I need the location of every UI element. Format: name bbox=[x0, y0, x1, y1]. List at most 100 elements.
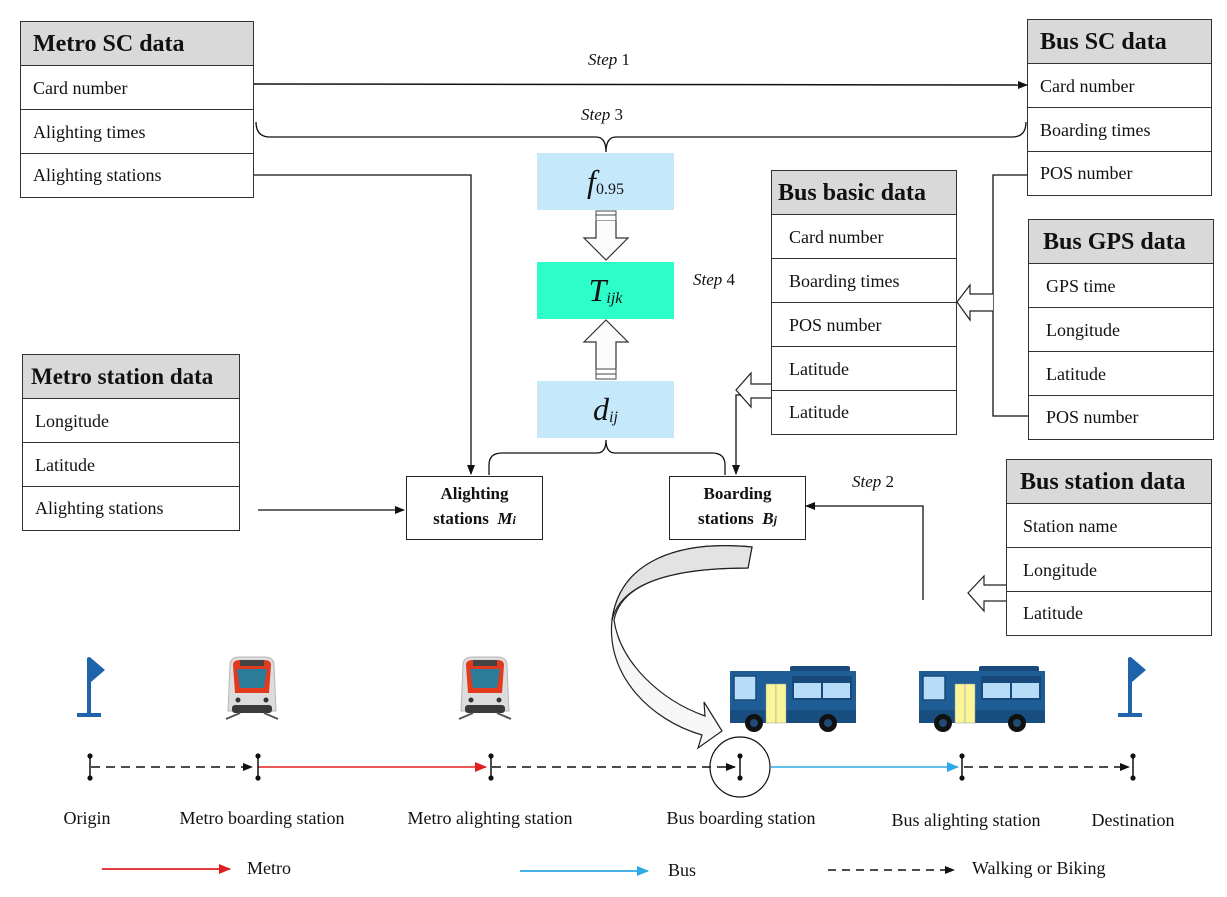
flag-icon bbox=[77, 657, 105, 717]
journey-node-marker bbox=[737, 753, 743, 781]
gps-to-bus-basic-arrow bbox=[956, 283, 993, 322]
box-var: M bbox=[497, 509, 513, 528]
table-row: Station name bbox=[1007, 504, 1211, 548]
metro-station-data-table: Metro station data Longitude Latitude Al… bbox=[22, 354, 240, 531]
box-line2: stations Bj bbox=[670, 506, 805, 533]
journey-node-marker bbox=[255, 753, 261, 781]
bus-gps-data-table: Bus GPS data GPS time Longitude Latitude… bbox=[1028, 219, 1214, 440]
table-row: POS number bbox=[1040, 163, 1133, 183]
metro-sc-data-table: Metro SC data Card number Alighting time… bbox=[20, 21, 254, 198]
box-line1: Alighting bbox=[440, 484, 509, 503]
box-line2: stations Mi bbox=[407, 506, 542, 533]
alighting-stations-box: Alighting stations Mi bbox=[406, 476, 543, 540]
table-row: Longitude bbox=[23, 399, 239, 443]
journey-node-marker bbox=[1130, 753, 1136, 781]
bus-sc-data-table: Bus SC data Card number Boarding times P… bbox=[1027, 19, 1212, 196]
table-row: Latitude bbox=[772, 347, 956, 391]
bus-station-data-table: Bus station data Station name Longitude … bbox=[1006, 459, 1212, 636]
node-label-metro-alighting: Metro alighting station bbox=[407, 808, 573, 828]
table-row: Latitude bbox=[1023, 603, 1083, 623]
node-label-origin: Origin bbox=[63, 808, 111, 828]
bus-basic-to-boarding-connector bbox=[732, 394, 741, 475]
step-word: Step bbox=[852, 472, 882, 491]
node-label-destination: Destination bbox=[1091, 810, 1175, 830]
step-word: Step bbox=[581, 105, 611, 124]
bus-icon bbox=[919, 666, 1045, 732]
formula-sub: ijk bbox=[606, 289, 623, 307]
step-number: 3 bbox=[614, 105, 624, 124]
box-line1: Boarding bbox=[703, 484, 772, 503]
box-var: B bbox=[762, 509, 774, 528]
table-row: Boarding times bbox=[772, 259, 956, 303]
table-row: GPS time bbox=[1029, 264, 1213, 308]
metro-sc-to-alighting-connector bbox=[254, 174, 475, 475]
metro-train-icon bbox=[458, 656, 512, 720]
step-word: Step bbox=[588, 50, 618, 69]
table-row: Longitude bbox=[1007, 548, 1211, 592]
distance-brace bbox=[488, 439, 726, 475]
table-row: POS number bbox=[1046, 407, 1139, 427]
step2-label: Step 2 bbox=[852, 472, 894, 492]
metro-train-icon bbox=[225, 656, 279, 720]
bus-basic-data-table: Bus basic data Card number Boarding time… bbox=[771, 170, 957, 435]
step-number: 4 bbox=[726, 270, 736, 289]
step-number: 1 bbox=[621, 50, 631, 69]
table-title: Bus station data bbox=[1007, 460, 1211, 504]
table-row: Alighting times bbox=[21, 110, 253, 154]
d-to-t-arrow bbox=[582, 319, 630, 380]
table-title: Bus SC data bbox=[1028, 20, 1211, 64]
table-row: Card number bbox=[1028, 64, 1211, 108]
table-row: Card number bbox=[21, 66, 253, 110]
legend-metro-label: Metro bbox=[247, 858, 291, 878]
step-word: Step bbox=[693, 270, 723, 289]
step3-label: Step 3 bbox=[581, 105, 623, 125]
formula-main: f bbox=[587, 163, 596, 199]
step3-brace bbox=[255, 121, 1027, 153]
table-title: Metro SC data bbox=[21, 22, 253, 66]
legend-walk-label: Walking or Biking bbox=[972, 858, 1106, 878]
boarding-stations-box: Boarding stations Bj bbox=[669, 476, 806, 540]
pos-join-bracket bbox=[992, 174, 1028, 417]
step-number: 2 bbox=[885, 472, 895, 491]
journey-node-marker bbox=[959, 753, 965, 781]
table-row: Alighting stations bbox=[33, 165, 162, 185]
step1-label: Step 1 bbox=[588, 50, 630, 70]
box-line2-text: stations bbox=[698, 509, 754, 528]
table-title: Bus basic data bbox=[772, 171, 956, 215]
formula-sub: ij bbox=[609, 408, 618, 426]
table-row: Card number bbox=[772, 215, 956, 259]
table-row: Alighting stations bbox=[35, 498, 164, 518]
table-title: Metro station data bbox=[23, 355, 239, 399]
node-label-metro-boarding: Metro boarding station bbox=[179, 808, 345, 828]
f-to-t-arrow bbox=[582, 210, 630, 261]
table-row: Longitude bbox=[1029, 308, 1213, 352]
journey-node-marker bbox=[488, 753, 494, 781]
formula-main: T bbox=[588, 272, 607, 308]
bus-boarding-highlight-circle bbox=[709, 736, 771, 798]
bus-station-to-boarding-connector bbox=[805, 502, 924, 600]
flag-icon bbox=[1118, 657, 1146, 717]
legend-bus-label: Bus bbox=[668, 860, 697, 880]
table-row: Latitude bbox=[1029, 352, 1213, 396]
curved-transfer-arrow-shade bbox=[611, 545, 753, 621]
node-label-bus-boarding: Bus boarding station bbox=[666, 808, 816, 828]
formula-main: d bbox=[593, 391, 610, 427]
bus-basic-out-arrow bbox=[735, 371, 771, 409]
bus-icon bbox=[730, 666, 856, 732]
table-row: Boarding times bbox=[1028, 108, 1211, 152]
table-row: Latitude bbox=[789, 402, 849, 422]
node-label-bus-alighting: Bus alighting station bbox=[891, 810, 1041, 830]
table-row: POS number bbox=[772, 303, 956, 347]
box-var-sub: i bbox=[512, 513, 516, 527]
box-var-sub: j bbox=[773, 513, 777, 527]
bus-station-out-arrow bbox=[967, 574, 1006, 613]
formula-sub: 0.95 bbox=[595, 180, 624, 198]
journey-node-marker bbox=[87, 753, 93, 781]
table-row: Latitude bbox=[23, 443, 239, 487]
step1-arrow bbox=[243, 79, 1028, 89]
table-title: Bus GPS data bbox=[1029, 220, 1213, 264]
